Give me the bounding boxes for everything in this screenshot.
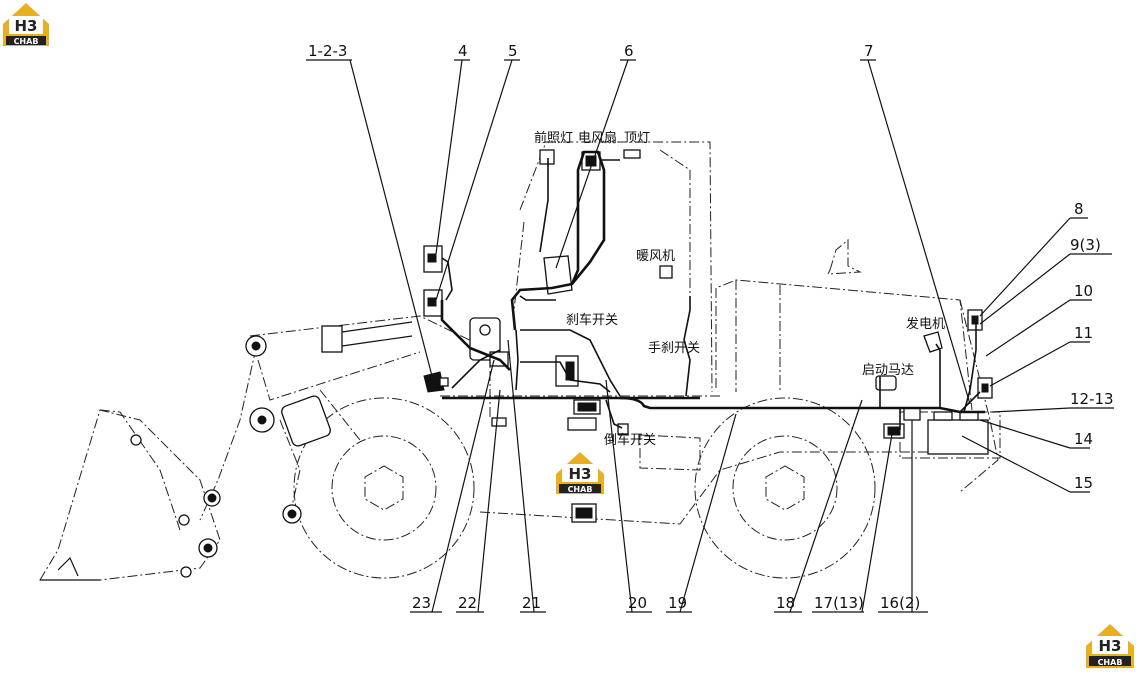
- logo-bottom-main: H3: [1099, 637, 1122, 655]
- label-headlight: 前照灯: [534, 130, 573, 146]
- label-fan: 电风扇: [578, 130, 617, 146]
- boom-hardware: [130, 317, 501, 578]
- leader-lines: [306, 59, 1114, 613]
- label-brake-switch: 刹车开关: [566, 312, 618, 328]
- callout-6: 6: [624, 42, 634, 60]
- callout-10: 10: [1074, 282, 1093, 300]
- label-starter-motor: 启动马达: [862, 363, 914, 378]
- callout-23: 23: [412, 594, 431, 612]
- logo-center-sub: CHAB: [568, 485, 593, 494]
- component-labels: 前照灯 电风扇 顶灯 暖风机 刹车开关 手刹开关 发电机 启动马达 倒车开关: [534, 130, 945, 448]
- callout-7: 7: [864, 42, 874, 60]
- label-generator: 发电机: [906, 316, 945, 332]
- brand-logo-top-left: H3 CHAB: [3, 3, 49, 46]
- callout-15: 15: [1074, 474, 1093, 492]
- reverse-switch-body: [617, 423, 629, 435]
- callout-14: 14: [1074, 430, 1093, 448]
- label-reverse-switch: 倒车开关: [604, 432, 656, 448]
- cab-headlight: [539, 149, 555, 165]
- callout-22: 22: [458, 594, 477, 612]
- callout-20: 20: [628, 594, 647, 612]
- callout-16-2: 16(2): [880, 594, 920, 612]
- callout-18: 18: [776, 594, 795, 612]
- callout-19: 19: [668, 594, 687, 612]
- label-dome-light: 顶灯: [624, 131, 650, 146]
- callout-4: 4: [458, 42, 468, 60]
- dome-light: [623, 149, 641, 159]
- callout-numbers: 1-2-3 4 5 6 7 8 9(3) 10 11 12-13 14 15 2…: [308, 42, 1114, 612]
- logo-center-main: H3: [569, 465, 592, 483]
- heater-unit: [659, 265, 673, 279]
- callout-5: 5: [508, 42, 518, 60]
- brand-logo-center: H3 CHAB: [556, 452, 604, 494]
- callout-21: 21: [522, 594, 541, 612]
- front-combination-lamp: [423, 371, 445, 393]
- callout-11: 11: [1074, 324, 1093, 342]
- wiring-harness: [440, 150, 985, 430]
- starter-motor-body: [875, 375, 897, 391]
- label-handbrake-switch: 手刹开关: [648, 341, 700, 356]
- callout-12-13: 12-13: [1070, 390, 1114, 408]
- brand-logo-bottom-right: H3 CHAB: [1086, 624, 1134, 668]
- callout-17-13: 17(13): [814, 594, 864, 612]
- battery-box: [927, 419, 989, 455]
- callout-9-3: 9(3): [1070, 236, 1101, 254]
- logo-top-sub: CHAB: [14, 37, 39, 46]
- components: [423, 149, 993, 523]
- loader-outline: [39, 141, 1001, 581]
- callout-1-2-3: 1-2-3: [308, 42, 347, 60]
- label-heater: 暖风机: [636, 249, 675, 264]
- logo-top-main: H3: [15, 17, 38, 35]
- callout-8: 8: [1074, 200, 1084, 218]
- logo-bottom-sub: CHAB: [1098, 658, 1123, 667]
